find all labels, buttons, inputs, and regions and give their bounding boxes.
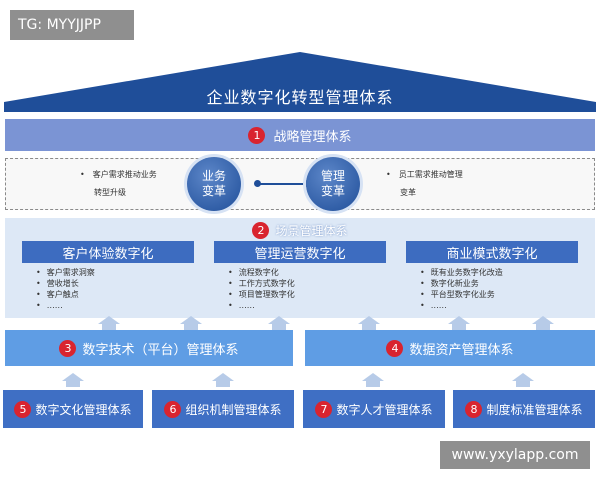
list-item: …… — [36, 300, 194, 311]
number-badge-2: 2 — [252, 222, 270, 239]
up-arrow-icon — [212, 373, 234, 387]
up-arrow-icon — [512, 373, 534, 387]
standards-label: 制度标准管理体系 — [486, 402, 583, 417]
up-arrow-icon — [532, 316, 554, 330]
list-item: 项目管理数字化 — [228, 289, 386, 300]
data-asset-band: 4 数据资产管理体系 — [305, 330, 595, 366]
up-arrow-icon — [448, 316, 470, 330]
strategy-label: 战略管理体系 — [273, 129, 352, 145]
management-change-label: 管理变革 — [320, 169, 345, 198]
scenario-item-list: 既有业务数字化改造 数字化新业务 平台型数字化业务 …… — [406, 267, 578, 311]
number-badge-5: 5 — [14, 400, 32, 418]
up-arrow-icon — [62, 373, 84, 387]
up-arrow-icon — [362, 373, 384, 387]
connector-dot-left — [254, 180, 261, 187]
number-badge-6: 6 — [164, 400, 182, 418]
strategy-band: 1 战略管理体系 — [5, 119, 595, 151]
digital-talent-band: 7 数字人才管理体系 — [303, 390, 445, 428]
scenario-column-header: 商业模式数字化 — [406, 241, 578, 263]
scenario-item-list: 流程数字化 工作方式数字化 项目管理数字化 …… — [214, 267, 386, 311]
number-badge-3: 3 — [59, 339, 77, 357]
business-change-circle: 业务变革 — [187, 157, 241, 211]
up-arrow-icon — [98, 316, 120, 330]
business-note-line-2: 转型升级 — [94, 188, 126, 197]
list-item: …… — [228, 300, 386, 311]
data-asset-label: 数据资产管理体系 — [409, 342, 514, 358]
org-mechanism-label: 组织机制管理体系 — [185, 402, 282, 417]
list-item: …… — [420, 300, 578, 311]
standards-band: 8 制度标准管理体系 — [453, 390, 595, 428]
up-arrow-icon — [180, 316, 202, 330]
list-item: 客户触点 — [36, 289, 194, 300]
scenario-column-header: 客户体验数字化 — [22, 241, 194, 263]
up-arrow-icon — [358, 316, 380, 330]
management-driver-note: •员工需求推动管理 变革 — [386, 166, 463, 202]
scenario-column-business-model: 商业模式数字化 既有业务数字化改造 数字化新业务 平台型数字化业务 …… — [406, 241, 578, 311]
list-item: 既有业务数字化改造 — [420, 267, 578, 278]
roof-shape — [4, 52, 596, 112]
number-badge-8: 8 — [465, 400, 483, 418]
management-change-circle: 管理变革 — [306, 157, 360, 211]
list-item: 平台型数字化业务 — [420, 289, 578, 300]
scenario-item-list: 客户需求洞察 营收增长 客户触点 …… — [22, 267, 194, 311]
management-note-line-2: 变革 — [400, 188, 416, 197]
connector-line — [257, 183, 307, 185]
scenario-title: 2 场景管理体系 — [5, 222, 595, 239]
list-item: 工作方式数字化 — [228, 278, 386, 289]
scenario-column-operations: 管理运营数字化 流程数字化 工作方式数字化 项目管理数字化 …… — [214, 241, 386, 311]
scenario-column-customer: 客户体验数字化 客户需求洞察 营收增长 客户触点 …… — [22, 241, 194, 311]
up-arrow-icon — [268, 316, 290, 330]
business-note-line-1: 客户需求推动业务 — [92, 170, 157, 179]
list-item: 流程数字化 — [228, 267, 386, 278]
number-badge-4: 4 — [386, 339, 404, 357]
scenario-column-header: 管理运营数字化 — [214, 241, 386, 263]
watermark-tag-top: TG: MYYJJPP — [10, 10, 134, 40]
list-item: 数字化新业务 — [420, 278, 578, 289]
diagram-title: 企业数字化转型管理体系 — [206, 88, 394, 107]
number-badge-7: 7 — [315, 400, 333, 418]
list-item: 客户需求洞察 — [36, 267, 194, 278]
watermark-tag-bottom: www.yxylapp.com — [440, 441, 590, 469]
digital-culture-label: 数字文化管理体系 — [35, 402, 132, 417]
digital-talent-label: 数字人才管理体系 — [336, 402, 433, 417]
org-mechanism-band: 6 组织机制管理体系 — [152, 390, 294, 428]
list-item: 营收增长 — [36, 278, 194, 289]
business-change-label: 业务变革 — [201, 169, 226, 198]
management-note-line-1: 员工需求推动管理 — [398, 170, 463, 179]
number-badge-1: 1 — [248, 126, 266, 144]
scenario-label: 场景管理体系 — [275, 224, 348, 238]
tech-platform-label: 数字技术（平台）管理体系 — [82, 342, 239, 358]
business-driver-note: •客户需求推动业务 转型升级 — [80, 166, 157, 202]
tech-platform-band: 3 数字技术（平台）管理体系 — [5, 330, 293, 366]
digital-culture-band: 5 数字文化管理体系 — [3, 390, 143, 428]
